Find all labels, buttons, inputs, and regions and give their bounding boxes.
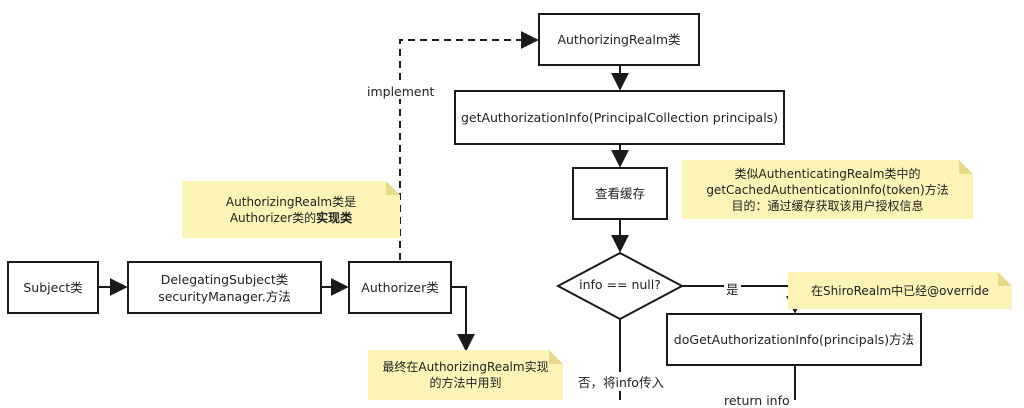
yes-label: 是 (724, 279, 741, 298)
cache-note-line3: 目的：通过缓存获取该用户授权信息 (731, 198, 924, 213)
final-note: 最终在AuthorizingRealm实现 的方法中用到 (368, 350, 563, 400)
authorizer-node: Authorizer类 (348, 261, 452, 314)
partial-bottom-label: return info (722, 393, 792, 408)
decision-label: info == null? (579, 277, 661, 292)
subject-node-label: Subject类 (23, 280, 83, 295)
do-get-authorization-info-label: doGetAuthorizationInfo(principals)方法 (673, 332, 915, 347)
override-note-text: 在ShiroRealm中已经@override (811, 283, 989, 298)
subject-node: Subject类 (7, 261, 99, 314)
delegating-node-line1: DelegatingSubject类 (160, 271, 289, 287)
final-note-line1: 最终在AuthorizingRealm实现 (382, 360, 549, 374)
no-label: 否，将info传入 (576, 372, 666, 391)
get-authorization-info-label: getAuthorizationInfo(PrincipalCollection… (460, 110, 779, 125)
check-cache-node: 查看缓存 (572, 167, 668, 220)
authorizer-impl-note-line1: AuthorizingRealm类是 (225, 194, 357, 209)
authorizer-impl-note: AuthorizingRealm类是 Authorizer类的实现类 (182, 181, 400, 238)
cache-note: 类似AuthenticatingRealm类中的 getCachedAuthen… (682, 160, 973, 219)
delegating-subject-node: DelegatingSubject类 securityManager.方法 (127, 261, 322, 314)
authorizing-realm-label: AuthorizingRealm类 (557, 32, 681, 47)
cache-note-line2: getCachedAuthenticationInfo(token)方法 (706, 182, 949, 197)
override-note: 在ShiroRealm中已经@override (788, 272, 1012, 309)
delegating-node-line2: securityManager.方法 (158, 288, 291, 304)
authorizer-node-label: Authorizer类 (361, 280, 439, 295)
authorizer-impl-note-line2: Authorizer类的实现类 (229, 210, 353, 225)
get-authorization-info-node: getAuthorizationInfo(PrincipalCollection… (454, 90, 785, 145)
authorizing-realm-node: AuthorizingRealm类 (538, 13, 700, 66)
check-cache-label: 查看缓存 (594, 186, 645, 201)
do-get-authorization-info-node: doGetAuthorizationInfo(principals)方法 (666, 313, 922, 366)
implement-label: implement (365, 84, 437, 99)
cache-note-line1: 类似AuthenticatingRealm类中的 (734, 166, 921, 181)
final-note-line2: 的方法中用到 (429, 376, 502, 390)
edge-authorizer-down (452, 286, 475, 352)
edge-authorizer-implement (399, 31, 539, 260)
